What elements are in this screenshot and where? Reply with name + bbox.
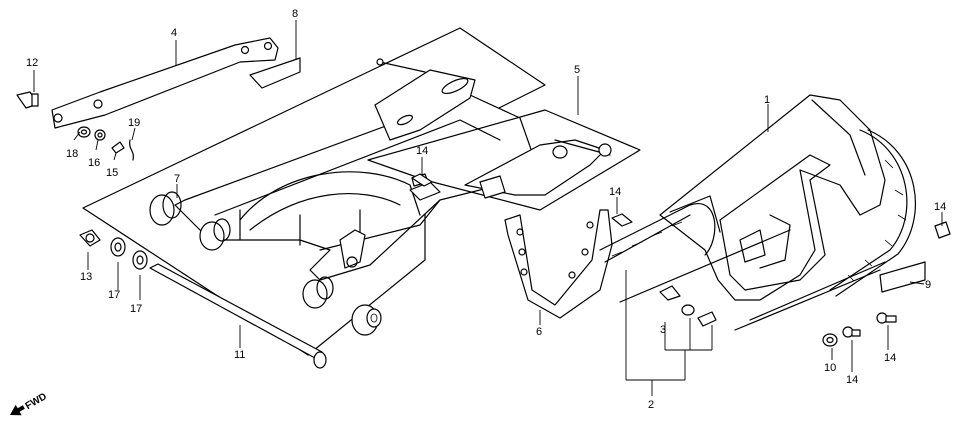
chain-case	[659, 94, 886, 301]
chain-joint	[659, 285, 717, 327]
bolt-14-b	[611, 213, 633, 227]
label-part-14-d: 14	[846, 374, 858, 386]
washer-17b	[132, 250, 148, 270]
nut-13	[79, 229, 101, 247]
label-part-7: 7	[174, 173, 180, 185]
bolt-14-c	[934, 221, 951, 239]
label-part-2: 2	[648, 399, 654, 411]
label-part-14-c: 14	[934, 201, 946, 213]
torque-link	[51, 37, 279, 129]
plate-9	[879, 261, 926, 293]
label-part-4: 4	[171, 27, 177, 39]
plate-8	[249, 57, 301, 89]
bolt-14-a	[411, 173, 433, 187]
label-part-12: 12	[26, 57, 38, 69]
label-part-16: 16	[88, 157, 100, 169]
label-part-19: 19	[128, 117, 140, 129]
pivot-bolt	[149, 263, 327, 369]
small-hardware	[77, 126, 134, 161]
label-part-14-e: 14	[884, 352, 896, 364]
leader-lines	[33, 20, 943, 396]
swingarm-assembly	[82, 27, 546, 356]
bolt-14-e	[876, 312, 897, 324]
fwd-label: FWD	[24, 391, 49, 412]
label-part-17-b: 17	[130, 303, 142, 315]
label-part-18: 18	[66, 148, 78, 160]
bolt-14-d	[842, 326, 861, 338]
label-part-9: 9	[925, 279, 931, 291]
label-part-5: 5	[574, 64, 580, 76]
label-part-11: 11	[234, 349, 245, 361]
label-part-8: 8	[292, 8, 298, 20]
pivot-bushing-upper	[149, 191, 231, 251]
pivot-bushing-lower	[302, 276, 382, 336]
label-part-1: 1	[764, 94, 770, 106]
label-part-15: 15	[106, 167, 118, 179]
bolt-12	[16, 91, 39, 109]
cap-10	[822, 333, 838, 347]
label-part-3: 3	[660, 324, 666, 336]
label-part-6: 6	[536, 326, 542, 338]
label-part-10: 10	[824, 362, 836, 374]
washer-17a	[110, 237, 126, 257]
label-part-14-a: 14	[416, 145, 428, 157]
part-labels: 4 8 5 1 12 19 18 16 15 7 14 14 14 9 13 1…	[26, 8, 946, 411]
drive-chain	[599, 129, 916, 331]
label-part-17-a: 17	[108, 289, 120, 301]
label-part-14-b: 14	[609, 186, 621, 198]
bracket-6	[504, 209, 613, 319]
fwd-arrow-icon	[10, 404, 25, 416]
fwd-arrow: FWD	[10, 391, 49, 416]
label-part-13: 13	[80, 271, 92, 283]
